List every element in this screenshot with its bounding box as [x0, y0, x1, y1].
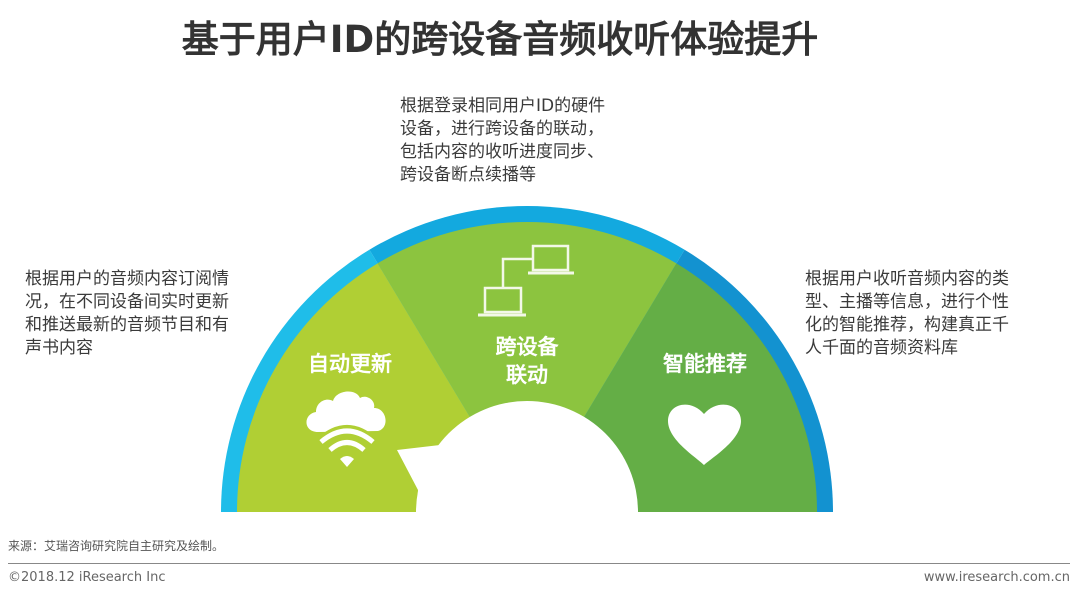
label-line: 跨设备 — [495, 335, 559, 359]
segment-label-cross-device: 跨设备 联动 — [472, 333, 582, 389]
linked-laptops-icon — [478, 244, 574, 317]
description-line: 况，在不同设备间实时更新 — [25, 292, 229, 312]
description-line: 化的智能推荐，构建真正千 — [805, 315, 1009, 335]
segment-label-auto-update: 自动更新 — [295, 350, 405, 378]
heart-icon — [668, 404, 741, 465]
description-line: 根据用户的音频内容订阅情 — [25, 269, 229, 289]
cloud-wifi-icon — [306, 391, 386, 467]
description-auto-update: 根据用户的音频内容订阅情 况，在不同设备间实时更新 和推送最新的音频节目和有 声… — [25, 268, 280, 360]
description-line: 型、主播等信息，进行个性 — [805, 292, 1009, 312]
description-line: 人千面的音频资料库 — [805, 338, 958, 358]
description-line: 包括内容的收听进度同步、 — [400, 142, 604, 162]
label-line: 自动更新 — [308, 352, 392, 376]
copyright: ©2018.12 iResearch Inc — [8, 570, 166, 585]
description-line: 根据用户收听音频内容的类 — [805, 269, 1009, 289]
description-line: 和推送最新的音频节目和有 — [25, 315, 229, 335]
segment-label-smart-recommend: 智能推荐 — [650, 350, 760, 378]
description-smart-recommend: 根据用户收听音频内容的类 型、主播等信息，进行个性 化的智能推荐，构建真正千 人… — [805, 268, 1070, 360]
source-note: 来源：艾瑞咨询研究院自主研究及绘制。 — [8, 539, 225, 553]
label-line: 联动 — [506, 363, 548, 387]
description-cross-device: 根据登录相同用户ID的硬件 设备，进行跨设备的联动， 包括内容的收听进度同步、 … — [400, 95, 670, 187]
description-line: 跨设备断点续播等 — [400, 165, 536, 185]
segment-cross-device — [377, 221, 677, 513]
description-line: 声书内容 — [25, 338, 93, 358]
footer-divider — [8, 563, 1070, 564]
description-line: 设备，进行跨设备的联动， — [400, 119, 604, 139]
page-title: 基于用户ID的跨设备音频收听体验提升 — [181, 18, 819, 61]
website-link[interactable]: www.iresearch.com.cn — [923, 570, 1070, 585]
description-line: 根据登录相同用户ID的硬件 — [400, 96, 606, 116]
label-line: 智能推荐 — [663, 352, 747, 376]
